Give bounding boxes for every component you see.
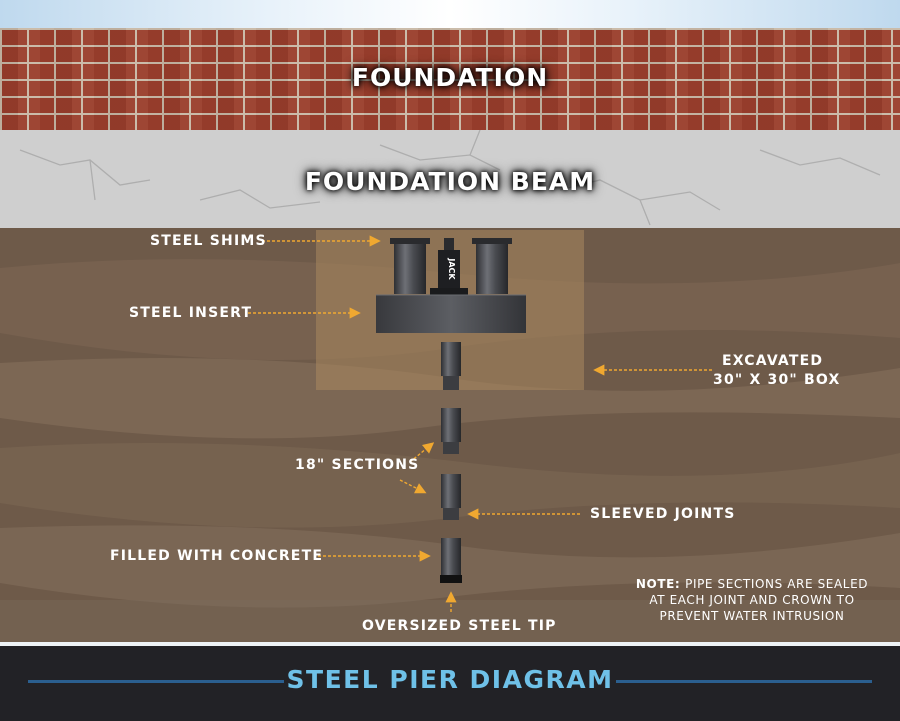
divider-line (0, 642, 900, 646)
footer-rule-left (28, 680, 284, 683)
steel-tip (440, 575, 462, 583)
pipe-sections (440, 342, 462, 583)
sky-strip (0, 0, 900, 28)
label-excavated-1: EXCAVATED (722, 353, 824, 369)
label-steel-insert: STEEL INSERT (129, 305, 253, 321)
jack-label: JACK (447, 257, 456, 280)
note-line3: PREVENT WATER INTRUSION (659, 609, 845, 623)
steel-insert (376, 295, 526, 333)
concrete-beam (0, 130, 900, 228)
foundation-title: FOUNDATION (351, 63, 549, 92)
label-sleeved-joints: SLEEVED JOINTS (590, 506, 736, 522)
foundation-beam-title: FOUNDATION BEAM (304, 167, 596, 196)
brick-wall (0, 28, 900, 130)
note-block: NOTE: PIPE SECTIONS ARE SEALED AT EACH J… (632, 576, 872, 624)
concrete-cracks (19, 130, 881, 226)
label-18-sections: 18" SECTIONS (295, 457, 420, 473)
label-steel-tip: OVERSIZED STEEL TIP (362, 618, 557, 634)
jack: JACK (430, 238, 468, 295)
label-steel-shims: STEEL SHIMS (150, 233, 267, 249)
brick-shading (0, 28, 900, 130)
note-bold: NOTE: (635, 577, 681, 591)
note-line1: PIPE SECTIONS ARE SEALED (685, 577, 869, 591)
label-excavated-2: 30" X 30" BOX (713, 372, 841, 388)
steel-shims (390, 238, 512, 294)
label-filled-concrete: FILLED WITH CONCRETE (110, 548, 324, 564)
footer (0, 646, 900, 721)
note-line2: AT EACH JOINT AND CROWN TO (649, 593, 855, 607)
footer-rule-right (616, 680, 872, 683)
arrow-sections-down (399, 479, 427, 494)
footer-title: STEEL PIER DIAGRAM (286, 665, 614, 694)
